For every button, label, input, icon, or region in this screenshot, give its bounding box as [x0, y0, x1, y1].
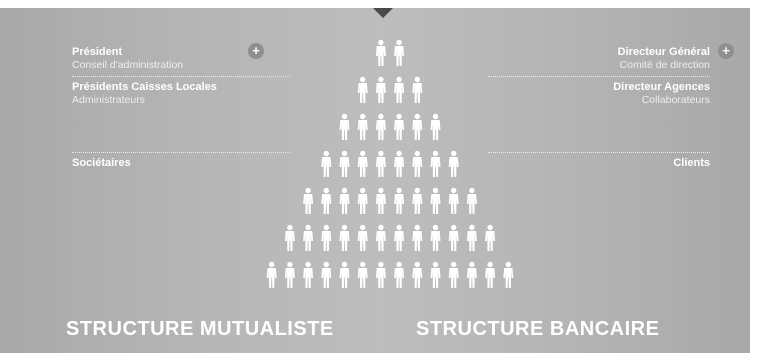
person-icon — [430, 113, 441, 140]
person-icon — [357, 187, 368, 214]
person-icon — [430, 224, 441, 251]
person-icon — [303, 224, 314, 251]
person-icon — [485, 261, 496, 288]
person-icon — [357, 150, 368, 177]
person-icon — [430, 187, 441, 214]
down-arrow-icon — [373, 8, 393, 18]
label-directeur-agences: Directeur Agences Collaborateurs — [613, 81, 710, 107]
person-icon — [339, 187, 350, 214]
person-icon — [394, 187, 405, 214]
right-frame — [750, 0, 760, 353]
person-icon — [430, 150, 441, 177]
person-icon — [303, 187, 314, 214]
person-icon — [339, 113, 350, 140]
label-societaires-title: Sociétaires — [72, 157, 131, 169]
person-icon — [303, 261, 314, 288]
person-icon — [375, 150, 386, 177]
person-icon — [321, 261, 332, 288]
label-directeur-general-subtitle: Comité de direction — [619, 59, 710, 71]
person-icon — [339, 224, 350, 251]
plus-icon[interactable]: + — [718, 43, 734, 59]
person-icon — [321, 150, 332, 177]
person-icon — [375, 39, 386, 66]
person-icon — [466, 261, 477, 288]
person-icon — [394, 113, 405, 140]
person-icon — [394, 39, 405, 66]
person-icon — [339, 150, 350, 177]
label-presidents-caisses: Présidents Caisses Locales Administrateu… — [72, 81, 217, 107]
label-directeur-agences-title: Directeur Agences — [613, 81, 710, 93]
person-icon — [394, 261, 405, 288]
title-structure-bancaire: STRUCTURE BANCAIRE — [416, 318, 660, 340]
person-icon — [412, 76, 423, 103]
person-icon — [485, 224, 496, 251]
person-icon — [466, 187, 477, 214]
person-icon — [375, 261, 386, 288]
person-icon — [284, 261, 295, 288]
label-president: Président Conseil d'administration — [72, 46, 183, 72]
label-clients-title: Clients — [673, 157, 710, 169]
person-icon — [503, 261, 514, 288]
person-icon — [412, 113, 423, 140]
label-presidents-caisses-title: Présidents Caisses Locales — [72, 81, 217, 93]
person-icon — [357, 113, 368, 140]
plus-icon[interactable]: + — [248, 43, 264, 59]
person-icon — [357, 76, 368, 103]
person-icon — [394, 150, 405, 177]
person-icon — [430, 261, 441, 288]
person-icon — [394, 76, 405, 103]
label-societaires: Sociétaires — [72, 157, 131, 170]
label-clients: Clients — [673, 157, 710, 170]
person-icon — [412, 150, 423, 177]
person-icon — [412, 187, 423, 214]
label-directeur-agences-subtitle: Collaborateurs — [641, 94, 710, 106]
person-icon — [266, 261, 277, 288]
person-icon — [412, 224, 423, 251]
divider-left-1 — [72, 76, 290, 77]
person-icon — [466, 224, 477, 251]
divider-right-2 — [488, 152, 710, 153]
person-icon — [375, 113, 386, 140]
person-icon — [448, 261, 459, 288]
person-icon — [448, 187, 459, 214]
divider-left-2 — [72, 152, 290, 153]
person-icon — [448, 150, 459, 177]
label-presidents-caisses-subtitle: Administrateurs — [72, 94, 145, 106]
person-icon — [357, 261, 368, 288]
person-icon — [448, 224, 459, 251]
person-icon — [321, 187, 332, 214]
label-directeur-general: Directeur Général Comité de direction — [618, 46, 710, 72]
person-icon — [375, 187, 386, 214]
person-icon — [375, 224, 386, 251]
person-icon — [321, 224, 332, 251]
label-president-subtitle: Conseil d'administration — [72, 59, 184, 71]
divider-right-1 — [488, 76, 710, 77]
person-icon — [339, 261, 350, 288]
label-directeur-general-title: Directeur Général — [617, 46, 710, 58]
person-icon — [394, 224, 405, 251]
person-icon — [357, 224, 368, 251]
top-frame — [0, 0, 760, 8]
person-icon — [412, 261, 423, 288]
title-structure-mutualiste: STRUCTURE MUTUALISTE — [66, 318, 334, 340]
label-president-title: Président — [72, 46, 123, 58]
person-icon — [375, 76, 386, 103]
person-icon — [284, 224, 295, 251]
